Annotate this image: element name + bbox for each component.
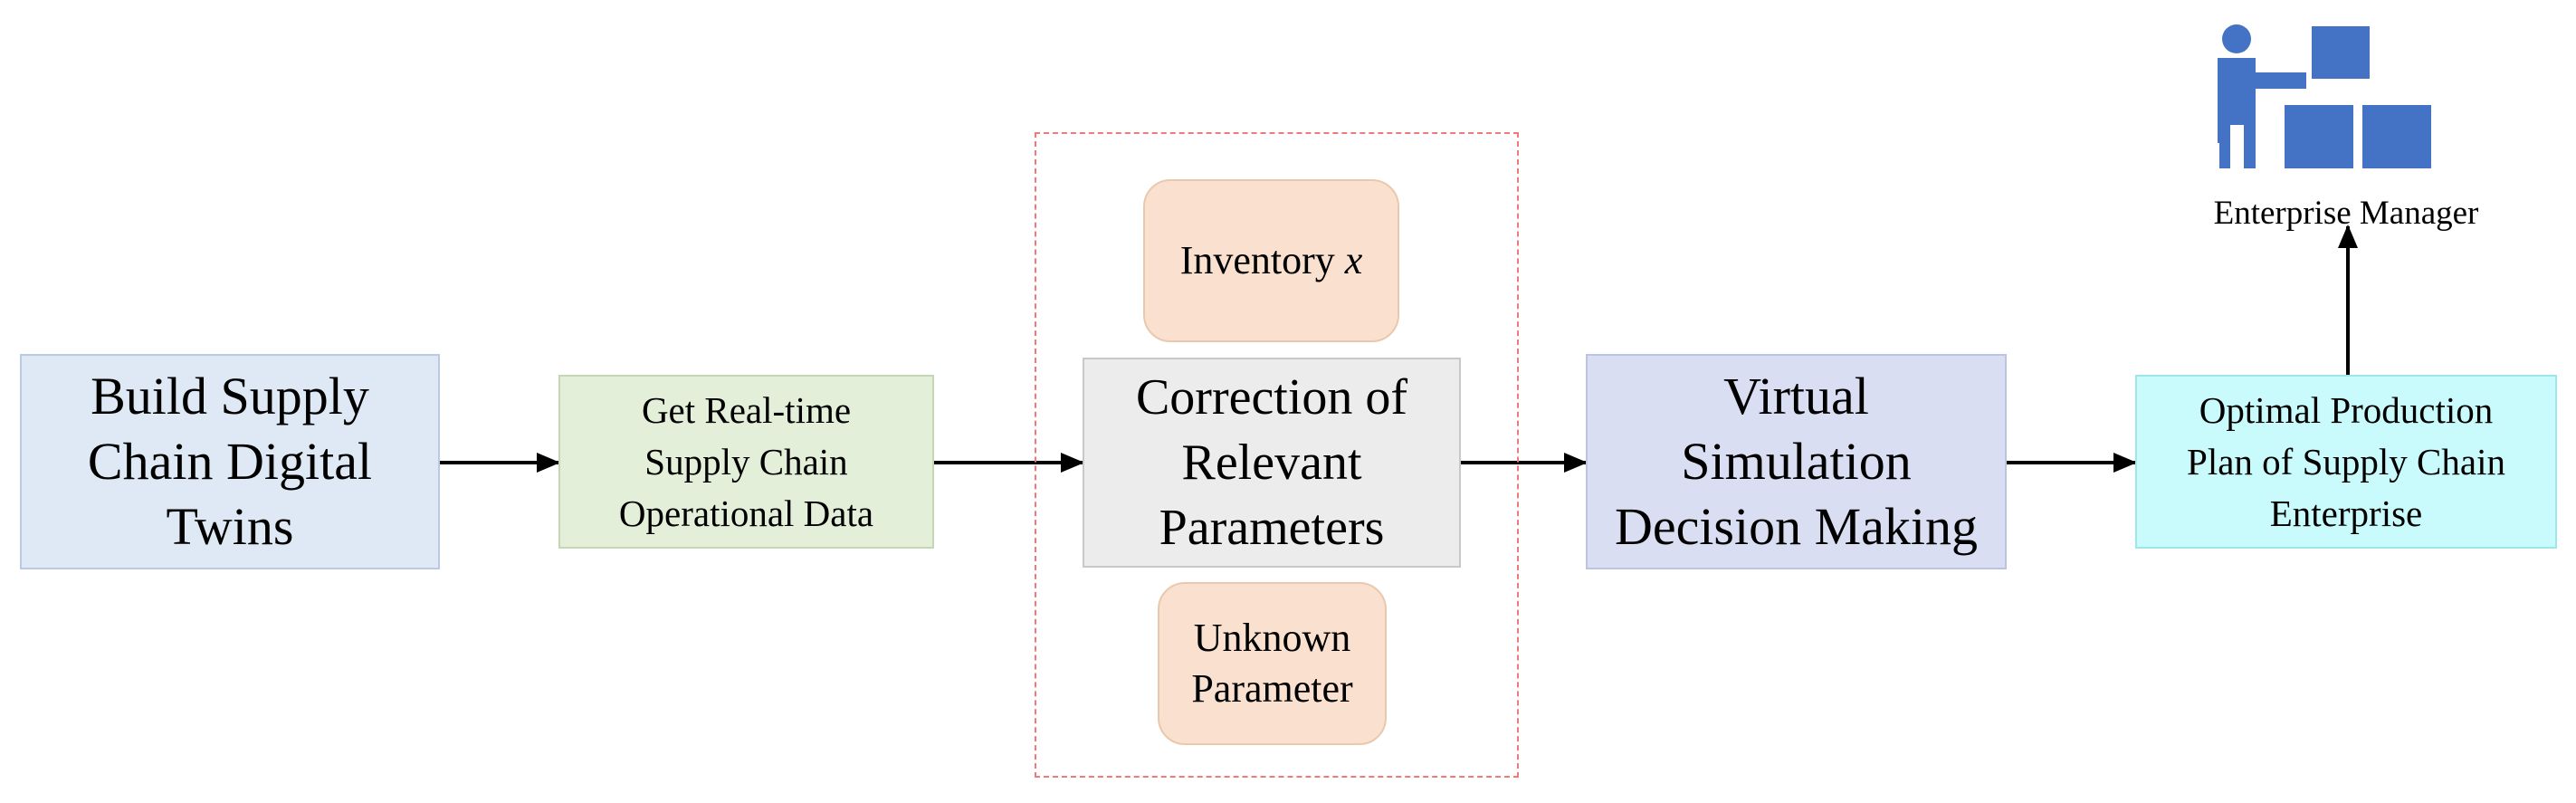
unknown-parameter-label: Unknown Parameter xyxy=(1191,616,1353,711)
correction-parameters-label: Correction of Relevant Parameters xyxy=(1135,369,1408,556)
enterprise-manager-label: Enterprise Manager xyxy=(2213,195,2479,232)
virtual-simulation-label: Virtual Simulation Decision Making xyxy=(1614,367,1979,556)
build-digital-twins-label: Build Supply Chain Digital Twins xyxy=(87,367,373,556)
unknown-parameter-node: Unknown Parameter xyxy=(1158,582,1387,745)
correction-parameters-node: Correction of Relevant Parameters xyxy=(1083,358,1461,568)
inventory-variable: x xyxy=(1344,238,1363,282)
get-realtime-data-label: Get Real-time Supply Chain Operational D… xyxy=(618,388,874,534)
optimal-production-plan-label: Optimal Production Plan of Supply Chain … xyxy=(2187,388,2505,534)
optimal-production-plan-node: Optimal Production Plan of Supply Chain … xyxy=(2135,375,2557,549)
virtual-simulation-node: Virtual Simulation Decision Making xyxy=(1586,354,2007,569)
parameter-correction-group xyxy=(1035,132,1519,778)
inventory-text: Inventory xyxy=(1179,238,1345,282)
build-digital-twins-node: Build Supply Chain Digital Twins xyxy=(20,354,440,569)
inventory-node: Inventory x xyxy=(1143,179,1399,342)
inventory-label: Inventory x xyxy=(1180,235,1363,286)
presenter-with-boxes-icon xyxy=(2218,24,2431,168)
get-realtime-data-node: Get Real-time Supply Chain Operational D… xyxy=(558,375,934,549)
